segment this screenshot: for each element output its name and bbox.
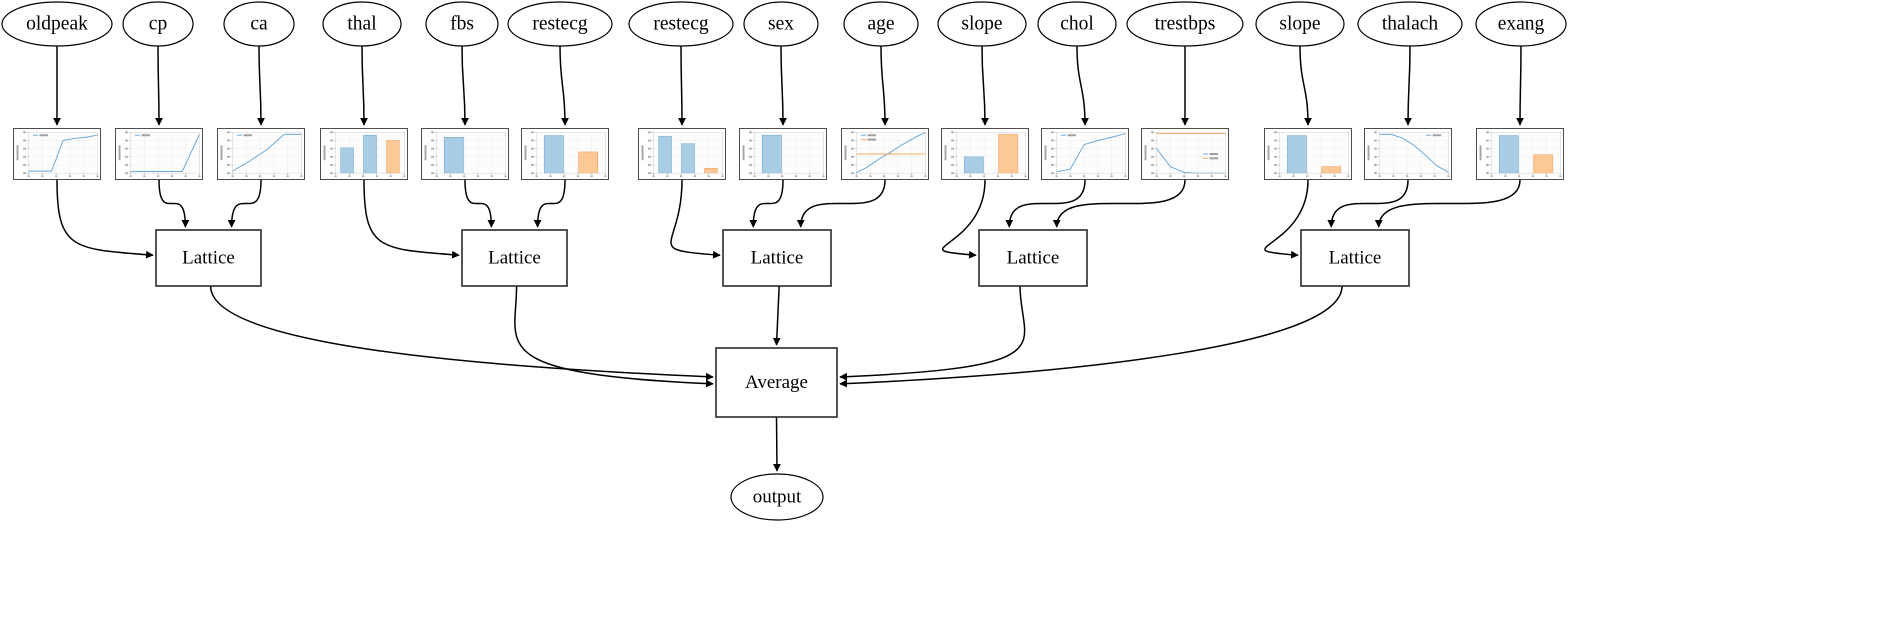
- edge-plot-to-lattice-13: [1327, 179, 1409, 228]
- feature-node-label: restecg: [532, 13, 587, 34]
- edge-plot-to-lattice-5: [533, 179, 566, 228]
- feature-node-ca-2[interactable]: ca: [223, 1, 295, 47]
- feature-node-label: thalach: [1382, 13, 1439, 34]
- feature-node-label: restecg: [653, 13, 708, 34]
- edge-lattice-to-average-3: [839, 285, 1026, 381]
- calibration-plot-ca: [217, 128, 305, 180]
- edge-feature-to-plot-13: [1404, 45, 1412, 126]
- feature-node-trestbps-11[interactable]: trestbps: [1126, 1, 1244, 47]
- edge-feature-to-plot-5: [559, 45, 569, 126]
- edge-feature-to-plot-2: [257, 45, 265, 126]
- edge-feature-to-plot-10: [1076, 45, 1089, 126]
- feature-node-label: age: [867, 13, 894, 34]
- output-node-label: output: [753, 486, 802, 507]
- lattice-node-label: Lattice: [1329, 247, 1382, 268]
- edge-feature-to-plot-12: [1299, 45, 1312, 126]
- feature-node-label: fbs: [450, 13, 474, 34]
- calibration-plot-oldpeak: [13, 128, 101, 180]
- average-node-label: Average: [745, 372, 808, 393]
- lattice-node-0[interactable]: Lattice: [155, 229, 262, 287]
- edge-lattice-to-average-1: [514, 285, 714, 388]
- feature-node-label: sex: [768, 13, 794, 34]
- calibration-plot-exang: [1476, 128, 1564, 180]
- feature-node-oldpeak-0[interactable]: oldpeak: [1, 1, 113, 47]
- calibration-plot-sex: [739, 128, 827, 180]
- feature-node-label: exang: [1498, 13, 1545, 34]
- feature-node-label: thal: [347, 13, 377, 34]
- feature-node-label: slope: [1279, 13, 1320, 34]
- edge-plot-to-lattice-3: [363, 179, 460, 259]
- calibration-plot-trestbps: [1141, 128, 1229, 180]
- lattice-node-label: Lattice: [488, 247, 541, 268]
- edge-plot-to-lattice-12: [1264, 179, 1309, 259]
- edge-plot-to-lattice-14: [1374, 179, 1521, 228]
- edge-feature-to-plot-4: [461, 45, 469, 126]
- feature-node-sex-7[interactable]: sex: [743, 1, 819, 47]
- calibration-plot-restecg: [521, 128, 609, 180]
- edge-feature-to-plot-7: [779, 45, 787, 126]
- feature-node-slope-9[interactable]: slope: [937, 1, 1027, 47]
- feature-node-fbs-4[interactable]: fbs: [425, 1, 499, 47]
- lattice-node-2[interactable]: Lattice: [722, 229, 832, 287]
- edge-feature-to-plot-9: [981, 45, 989, 126]
- edge-plot-to-lattice-11: [1052, 179, 1186, 228]
- edge-feature-to-plot-14: [1516, 45, 1524, 126]
- feature-node-label: ca: [250, 13, 268, 34]
- feature-node-label: slope: [961, 13, 1002, 34]
- edge-plot-to-lattice-4: [464, 179, 496, 228]
- average-node[interactable]: Average: [715, 347, 838, 418]
- lattice-node-label: Lattice: [751, 247, 804, 268]
- lattice-node-label: Lattice: [182, 247, 235, 268]
- feature-node-exang-14[interactable]: exang: [1475, 1, 1567, 47]
- output-node[interactable]: output: [730, 473, 824, 521]
- calibration-plot-cp: [115, 128, 203, 180]
- edge-plot-to-lattice-8: [796, 179, 886, 228]
- calibration-plot-age: [841, 128, 929, 180]
- edge-feature-to-plot-3: [360, 45, 368, 126]
- feature-node-cp-1[interactable]: cp: [122, 1, 194, 47]
- edge-lattice-to-average-0: [209, 285, 714, 381]
- feature-node-restecg-6[interactable]: restecg: [628, 1, 734, 47]
- calibration-plot-slope: [941, 128, 1029, 180]
- feature-node-slope-12[interactable]: slope: [1255, 1, 1345, 47]
- edge-feature-to-plot-8: [880, 45, 889, 126]
- lattice-node-label: Lattice: [1007, 247, 1060, 268]
- edge-plot-to-lattice-2: [227, 179, 262, 228]
- calibration-plot-thal: [320, 128, 408, 180]
- edge-feature-to-plot-1: [155, 45, 163, 126]
- lattice-node-4[interactable]: Lattice: [1300, 229, 1410, 287]
- feature-node-label: oldpeak: [26, 13, 88, 34]
- calibration-plot-slope: [1264, 128, 1352, 180]
- edge-plot-to-lattice-6: [670, 179, 721, 259]
- edge-lattice-to-average-4: [839, 285, 1343, 388]
- feature-node-label: chol: [1060, 13, 1094, 34]
- feature-node-chol-10[interactable]: chol: [1037, 1, 1117, 47]
- lattice-node-3[interactable]: Lattice: [978, 229, 1088, 287]
- calibration-plot-chol: [1041, 128, 1129, 180]
- feature-node-thal-3[interactable]: thal: [322, 1, 402, 47]
- calibration-plot-fbs: [421, 128, 509, 180]
- edge-plot-to-lattice-10: [1005, 179, 1086, 228]
- edge-plot-to-lattice-0: [56, 179, 154, 259]
- feature-node-label: trestbps: [1155, 13, 1216, 34]
- calibration-plot-thalach: [1364, 128, 1452, 180]
- edge-average-to-output: [773, 416, 781, 472]
- feature-node-label: cp: [149, 13, 167, 34]
- feature-node-age-8[interactable]: age: [843, 1, 919, 47]
- lattice-node-1[interactable]: Lattice: [461, 229, 568, 287]
- edge-plot-to-lattice-7: [749, 179, 784, 228]
- edge-lattice-to-average-2: [772, 285, 781, 346]
- edge-plot-to-lattice-1: [158, 179, 190, 228]
- edge-feature-to-plot-6: [678, 45, 686, 126]
- feature-node-restecg-5[interactable]: restecg: [507, 1, 613, 47]
- edge-plot-to-lattice-9: [941, 179, 986, 259]
- feature-node-thalach-13[interactable]: thalach: [1357, 1, 1463, 47]
- calibration-plot-restecg: [638, 128, 726, 180]
